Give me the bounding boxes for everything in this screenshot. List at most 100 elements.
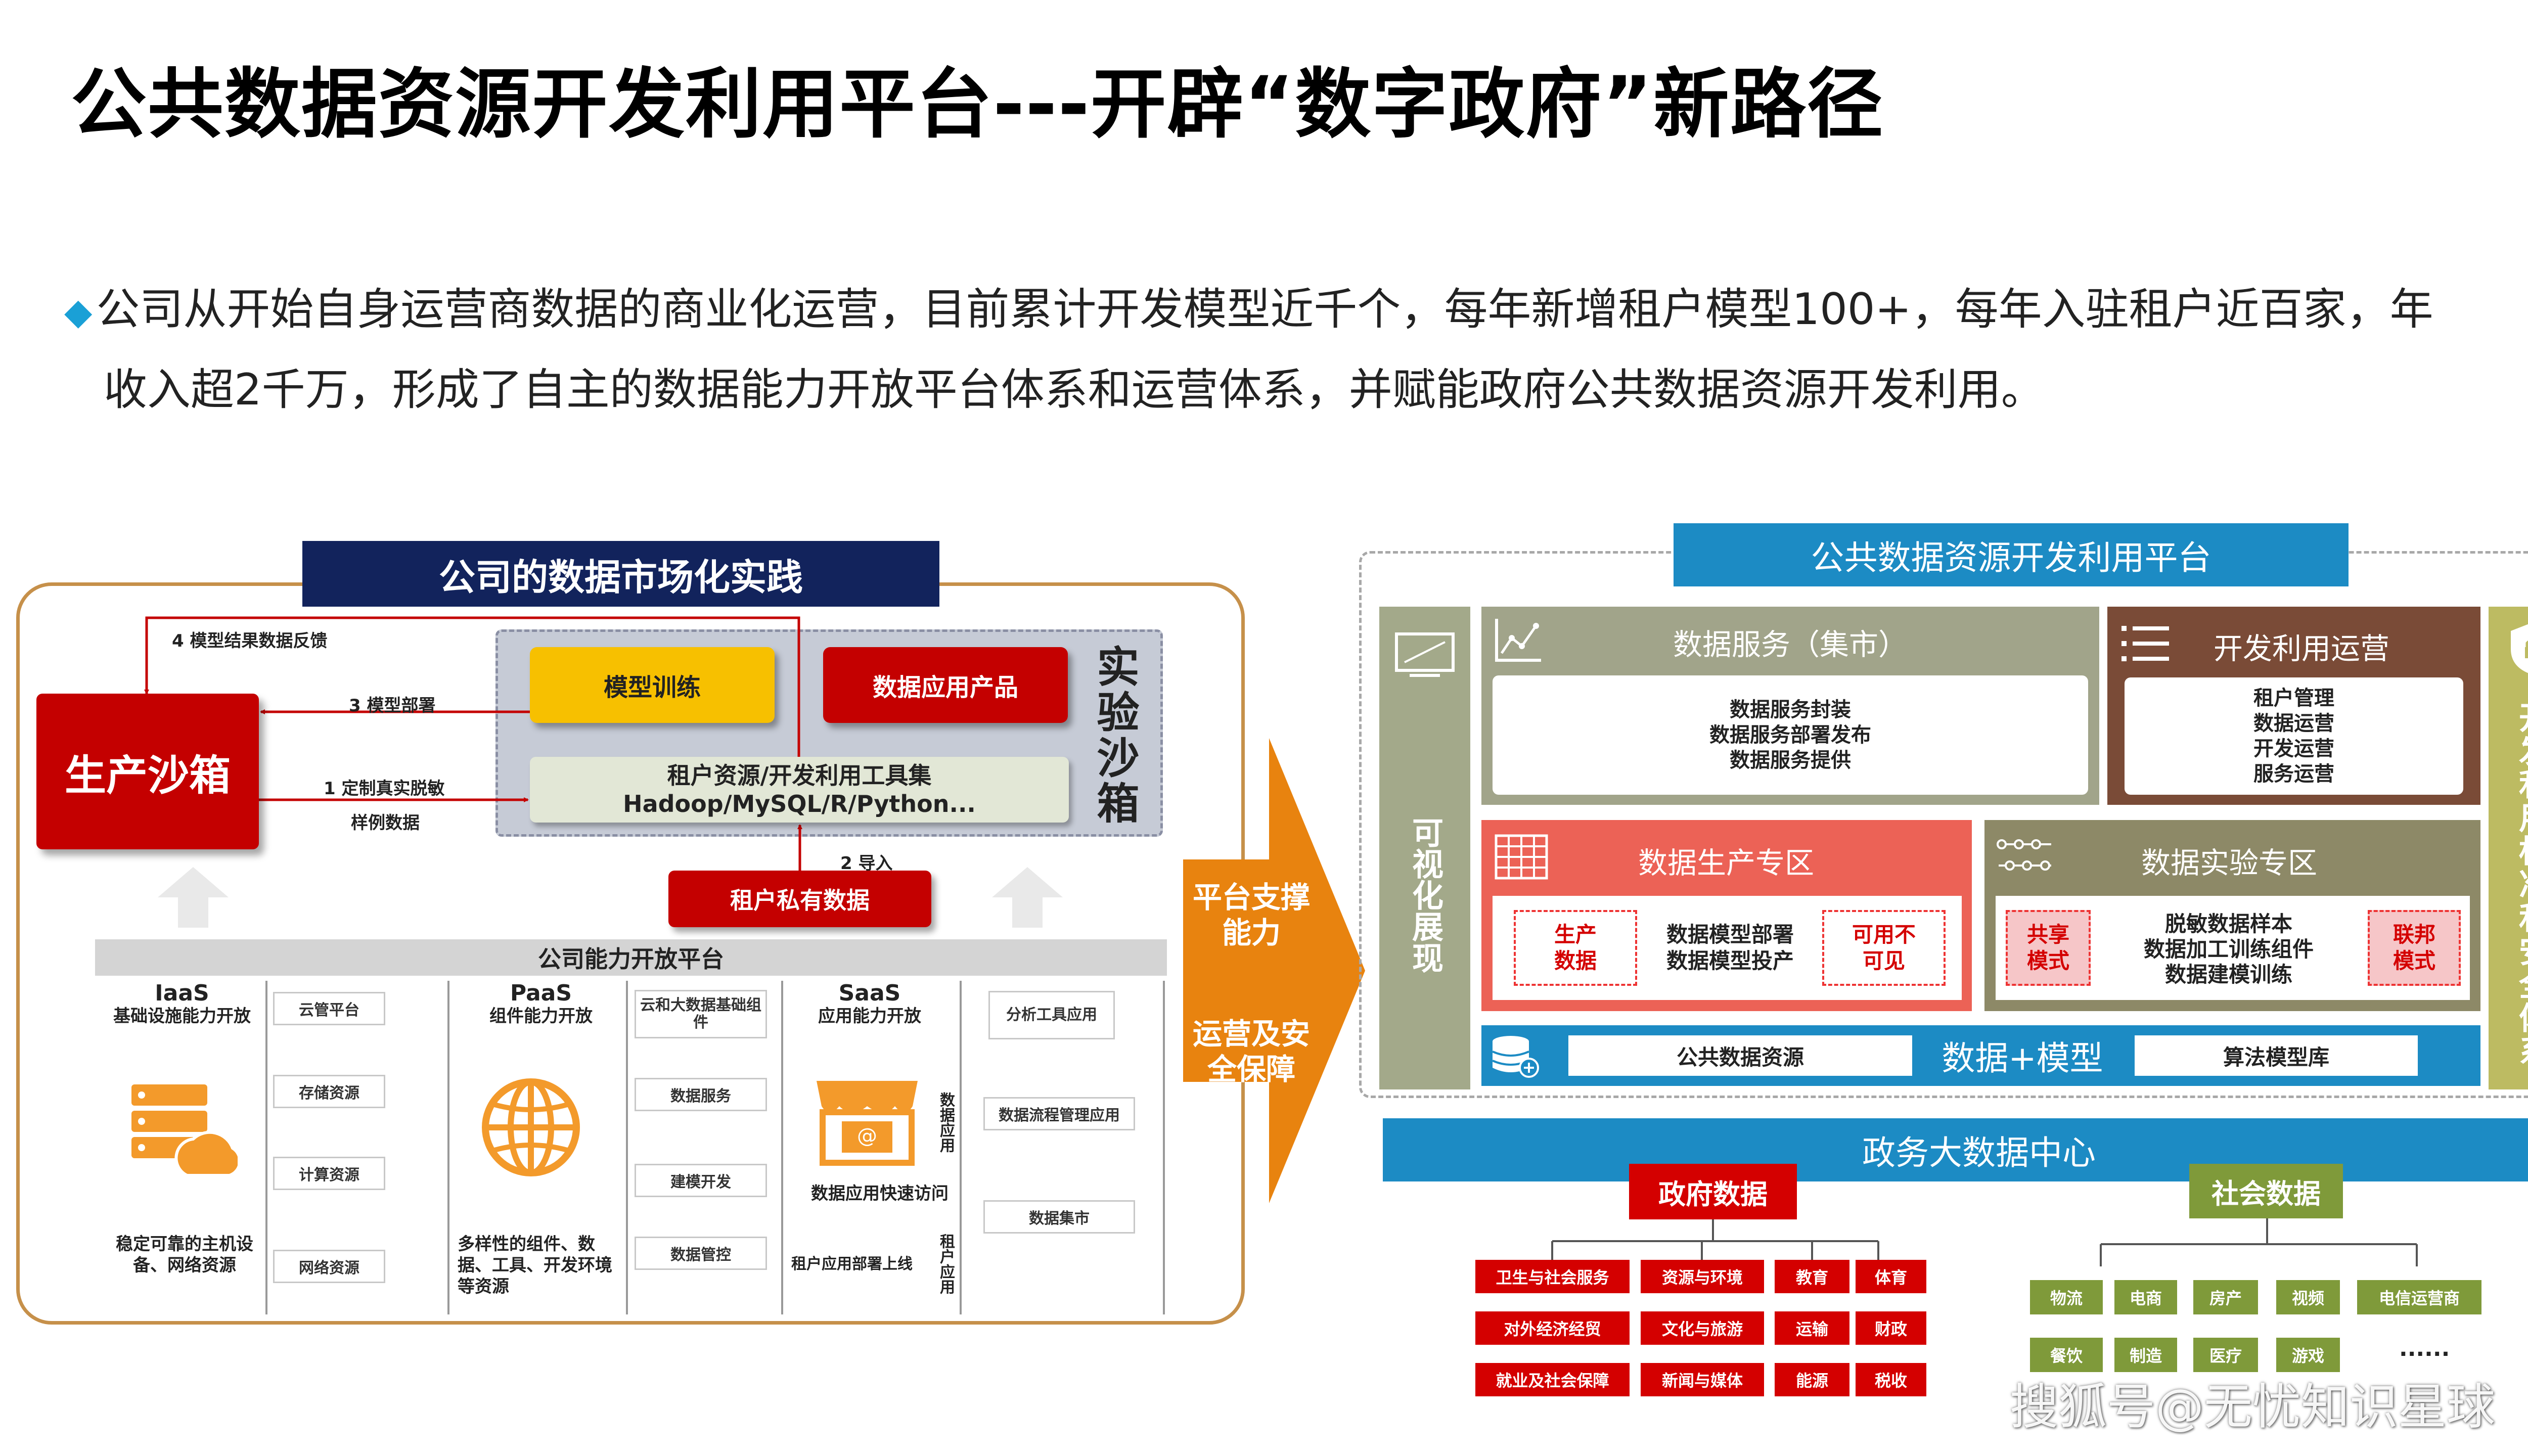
social-data-tag: 电信运营商 (2357, 1280, 2481, 1314)
gov-data-tag: 财政 (1856, 1311, 1926, 1345)
shield-icon (2511, 624, 2528, 673)
paas-heading: PaaS 组件能力开放 (455, 981, 627, 1027)
dev-operations-item: 租户管理 (2253, 687, 2334, 710)
network-nodes-icon (1997, 839, 2051, 871)
data-production-title: 数据生产专区 (1638, 846, 1815, 880)
iaas-cell-cloud-platform: 云管平台 (273, 992, 385, 1025)
experiment-middle-item: 脱敏数据样本 (2164, 912, 2292, 936)
scatter-chart-icon (1495, 619, 1541, 662)
divider (781, 981, 783, 1314)
production-middle-item: 数据模型部署 (1666, 922, 1794, 947)
iaas-cell-network: 网络资源 (273, 1250, 385, 1283)
tenant-resources-box: 租户资源/开发利用工具集 Hadoop/MySQL/R/Python... (530, 757, 1069, 823)
social-data-tag: 游戏 (2276, 1338, 2340, 1372)
store-icon: @ (817, 1081, 918, 1166)
paas-description: 多样性的组件、数据、工具、开发环境等资源 (458, 1234, 612, 1297)
iaas-cell-storage: 存储资源 (273, 1075, 385, 1108)
dev-operations-item: 服务运营 (2253, 762, 2334, 786)
data-service-box: 数据服务（集市） 数据服务封装 数据服务部署发布 数据服务提供 (1481, 607, 2099, 805)
social-data-tag: 制造 (2114, 1338, 2177, 1372)
standards-text: 开发利用标准和安全体系 (2513, 701, 2528, 1068)
social-data-tag: 房产 (2193, 1280, 2258, 1314)
shared-mode-tag: 共享模式 (2006, 910, 2091, 986)
right-panel-header: 公共数据资源开发利用平台 (1674, 523, 2349, 586)
iaas-title: IaaS (155, 980, 209, 1006)
data-service-item: 数据服务提供 (1730, 749, 1851, 772)
arrow-1-label-line-1: 1 定制真实脱敏 (324, 779, 445, 799)
social-data-tag: 电商 (2114, 1280, 2177, 1314)
paas-cell-components: 云和大数据基础组件 (635, 990, 767, 1038)
public-data-resources-pill: 公共数据资源 (1568, 1035, 1912, 1076)
gov-data-heading: 政府数据 (1629, 1164, 1797, 1219)
social-data-tag: 物流 (2030, 1280, 2103, 1314)
arrow-4-line (144, 616, 800, 757)
social-data-tag: 医疗 (2193, 1338, 2258, 1372)
saas-description-1: 数据应用快速访问 (811, 1184, 949, 1204)
page-title: 公共数据资源开发利用平台---开辟“数字政府”新路径 (71, 61, 1884, 149)
shared-mode-text: 共享模式 (2026, 922, 2069, 973)
data-experiment-inner: 共享模式 脱敏数据样本 数据加工训练组件 数据建模训练 联邦模式 (1996, 896, 2470, 1000)
production-middle-item: 数据模型投产 (1666, 948, 1794, 973)
data-service-title: 数据服务（集市） (1673, 627, 1908, 662)
data-service-items: 数据服务封装 数据服务部署发布 数据服务提供 (1493, 675, 2088, 795)
production-sandbox: 生产沙箱 (36, 694, 259, 849)
gov-data-tag: 运输 (1775, 1311, 1849, 1345)
experiment-sandbox-label: 实验沙箱 (1079, 642, 1150, 829)
gov-data-tag: 资源与环境 (1641, 1260, 1764, 1293)
gov-data-tag: 就业及社会保障 (1475, 1363, 1630, 1396)
saas-heading: SaaS 应用能力开放 (789, 980, 951, 1027)
operation-security-text: 运营及安全保障 (1192, 1017, 1310, 1086)
social-data-tag: 视频 (2276, 1280, 2340, 1314)
tenant-resources-line-2: Hadoop/MySQL/R/Python... (623, 790, 976, 817)
available-invisible-tag: 可用不可见 (1822, 910, 1946, 986)
saas-vertical-label-1: 数据应用 (933, 1077, 958, 1168)
saas-description-2: 租户应用部署上线 (791, 1255, 913, 1273)
gov-data-tag: 税收 (1856, 1363, 1926, 1396)
intro-paragraph: ◆公司从开始自身运营商数据的商业化运营，目前累计开发模型近千个，每年新增租户模型… (64, 270, 2490, 429)
data-production-zone: 数据生产专区 生产数据 数据模型部署 数据模型投产 可用不可见 (1481, 820, 1972, 1011)
gov-data-tag: 新闻与媒体 (1641, 1363, 1764, 1396)
model-training-box: 模型训练 (530, 647, 775, 723)
middle-arrow-icon (1183, 738, 1365, 1203)
data-experiment-zone: 数据实验专区 共享模式 脱敏数据样本 数据加工训练组件 数据建模训练 联邦模式 (1984, 820, 2480, 1011)
database-icon (1492, 1036, 1539, 1078)
gov-data-tag: 体育 (1856, 1260, 1926, 1293)
algorithm-model-library-pill: 算法模型库 (2135, 1035, 2418, 1076)
data-model-bar: 公共数据资源 数据+模型 算法模型库 (1481, 1025, 2480, 1086)
standards-column: 开发利用标准和安全体系 (2489, 607, 2528, 1089)
intro-line-1: ◆公司从开始自身运营商数据的商业化运营，目前累计开发模型近千个，每年新增租户模型… (64, 270, 2490, 351)
arrow-1-label-line-2: 样例数据 (351, 813, 420, 833)
data-service-item: 数据服务部署发布 (1709, 723, 1871, 747)
dev-operations-item: 数据运营 (2253, 712, 2334, 735)
saas-cell-data-mart: 数据集市 (983, 1200, 1135, 1234)
tenant-resources-line-1: 租户资源/开发利用工具集 (667, 762, 932, 789)
dev-operations-items: 租户管理 数据运营 开发运营 服务运营 (2125, 677, 2463, 795)
social-data-tree-lines (2100, 1216, 2418, 1266)
up-arrow-icon (158, 867, 229, 928)
data-plus-model-label: 数据+模型 (1942, 1039, 2103, 1078)
capability-platform-bar: 公司能力开放平台 (95, 939, 1167, 976)
federated-mode-text: 联邦模式 (2392, 922, 2435, 973)
tenant-private-data-box: 租户私有数据 (668, 871, 931, 927)
iaas-cell-compute: 计算资源 (273, 1157, 385, 1190)
up-arrow-icon (992, 867, 1063, 928)
saas-cell-workflow: 数据流程管理应用 (983, 1097, 1135, 1130)
experiment-sandbox-text: 实验沙箱 (1090, 645, 1140, 827)
saas-vertical-label-2: 租户应用 (933, 1218, 958, 1309)
divider (626, 981, 628, 1314)
federated-mode-tag: 联邦模式 (2368, 910, 2461, 986)
experiment-middle-items: 脱敏数据样本 数据加工训练组件 数据建模训练 (2095, 909, 2363, 990)
dev-operations-title: 开发利用运营 (2214, 631, 2390, 666)
saas-subtitle: 应用能力开放 (818, 1006, 921, 1026)
saas-cell-analytics: 分析工具应用 (988, 991, 1115, 1039)
experiment-middle-item: 数据建模训练 (2164, 962, 2292, 987)
paas-cell-data-control: 数据管控 (635, 1237, 767, 1270)
saas-title: SaaS (838, 980, 901, 1006)
svg-text:@: @ (857, 1124, 877, 1148)
social-data-heading: 社会数据 (2189, 1164, 2343, 1218)
monitor-icon (1395, 632, 1455, 677)
production-middle-items: 数据模型部署 数据模型投产 (1644, 916, 1816, 980)
gov-data-tag: 对外经济经贸 (1475, 1311, 1630, 1345)
visualization-label: 可视化展现 (1379, 768, 1470, 1021)
watermark-text: 搜狐号@无忧知识星球 (2010, 1379, 2495, 1435)
